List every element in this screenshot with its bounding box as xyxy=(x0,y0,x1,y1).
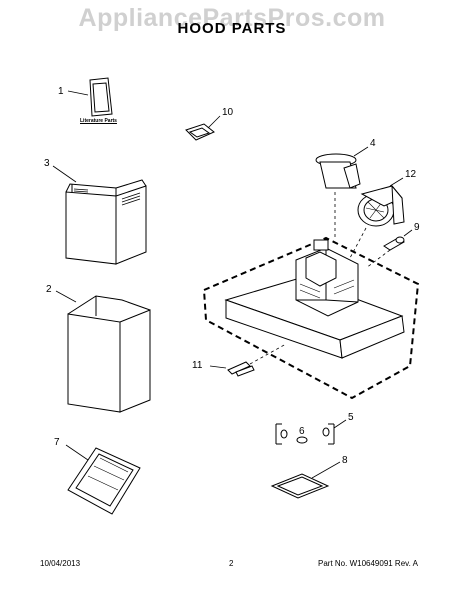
charcoal-filter xyxy=(270,461,341,499)
bracket-part xyxy=(185,115,221,141)
callout-6: 6 xyxy=(299,426,305,437)
callout-11: 11 xyxy=(192,360,203,371)
duct-connector xyxy=(315,146,369,189)
callout-4: 4 xyxy=(370,138,376,149)
callout-7: 7 xyxy=(54,437,60,448)
callout-12: 12 xyxy=(405,169,417,180)
literature-parts-label: Literature Parts xyxy=(80,118,117,124)
callout-2: 2 xyxy=(46,284,52,295)
footer-part-number: Part No. W10649091 Rev. A xyxy=(318,559,418,568)
footer-page-number: 2 xyxy=(229,559,234,568)
upper-chimney-cover xyxy=(52,165,147,265)
callout-9: 9 xyxy=(414,222,420,233)
page-title: HOOD PARTS xyxy=(177,20,287,37)
footer-date: 10/04/2013 xyxy=(40,559,81,568)
callout-10: 10 xyxy=(222,107,234,118)
switch-assembly xyxy=(209,361,255,377)
callout-8: 8 xyxy=(342,455,348,466)
literature-booklet xyxy=(67,77,113,117)
callout-1: 1 xyxy=(58,86,64,97)
blower-assembly xyxy=(357,177,405,227)
callout-3: 3 xyxy=(44,158,50,169)
grease-filter xyxy=(65,444,141,515)
watermark: AppliancePartsPros.com xyxy=(78,4,386,32)
bulb-kit xyxy=(275,419,347,445)
callout-5: 5 xyxy=(348,412,354,423)
lower-chimney-cover xyxy=(55,290,151,413)
hood-assembly xyxy=(202,192,420,400)
capacitor-part xyxy=(383,229,413,251)
